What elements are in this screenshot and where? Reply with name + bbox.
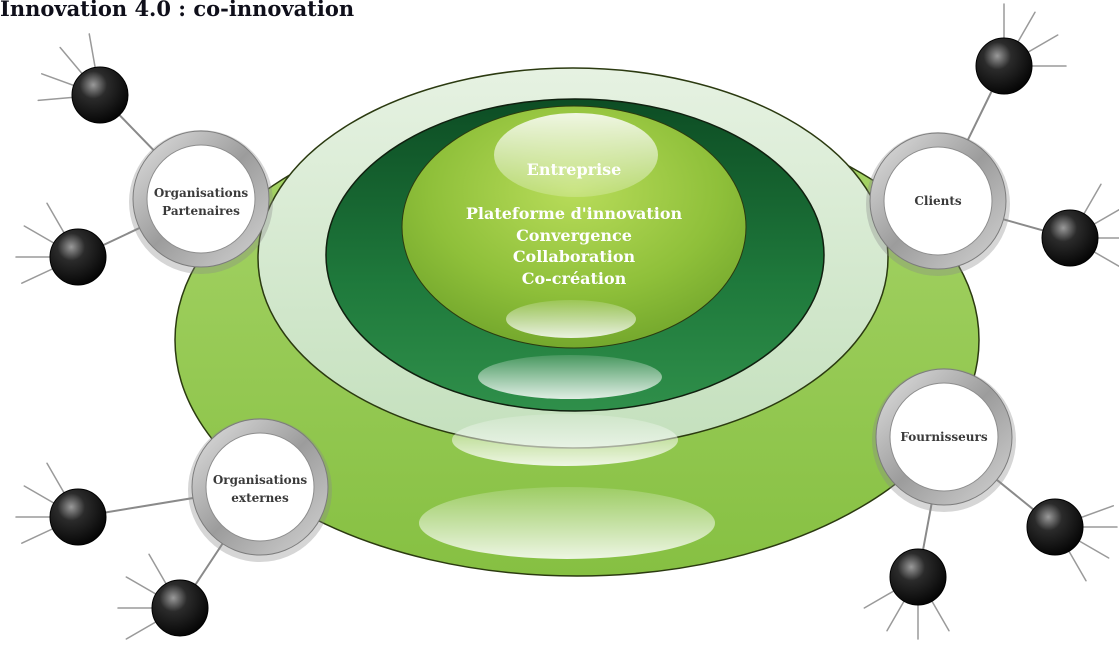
actor-ring-inner xyxy=(205,432,315,542)
outer-ellipse-highlight xyxy=(419,487,715,559)
node-ball xyxy=(49,488,107,546)
center-sphere-bottom-highlight xyxy=(506,300,636,338)
center-sphere-top-highlight xyxy=(494,113,658,197)
node-ball xyxy=(1041,209,1099,267)
center-item: Co-création xyxy=(522,269,627,288)
network-node xyxy=(37,33,202,200)
page-title: Innovation 4.0 : co-innovation xyxy=(0,0,355,21)
actor-label: Organisations xyxy=(154,186,249,200)
actor-label: Organisations xyxy=(213,473,308,487)
network-node xyxy=(937,183,1119,268)
node-ball xyxy=(151,579,209,637)
center-text: Entreprise Plateforme d'innovation Conve… xyxy=(466,160,683,288)
node-ball xyxy=(71,66,129,124)
dark-ellipse-highlight xyxy=(478,355,662,399)
actor-ring-inner xyxy=(889,382,999,492)
center-heading: Entreprise xyxy=(527,160,622,179)
actor-node-fournisseurs: Fournisseurs xyxy=(872,368,1016,512)
node-ball xyxy=(889,548,947,606)
center-sphere xyxy=(401,105,747,349)
network-node xyxy=(937,3,1067,202)
node-ball xyxy=(49,228,107,286)
actor-label: Partenaires xyxy=(162,204,240,218)
actor-label: externes xyxy=(231,491,289,505)
node-ball xyxy=(975,37,1033,95)
nested-ellipses xyxy=(174,67,980,577)
actor-label: Fournisseurs xyxy=(900,430,987,444)
actor-links xyxy=(15,3,1119,640)
center-item: Collaboration xyxy=(513,247,636,266)
actor-node-externes: Organisations externes xyxy=(188,418,332,562)
actor-node-clients: Clients xyxy=(866,132,1010,276)
node-ball xyxy=(1026,498,1084,556)
center-item: Plateforme d'innovation xyxy=(466,204,683,223)
actor-label: Clients xyxy=(914,194,962,208)
center-item: Convergence xyxy=(516,226,632,245)
network-node xyxy=(863,436,950,640)
actor-ring-inner xyxy=(883,146,993,256)
actor-ring-inner xyxy=(146,144,256,254)
second-ellipse-highlight xyxy=(452,414,678,466)
actor-node-partenaires: Organisations Partenaires xyxy=(129,130,273,274)
